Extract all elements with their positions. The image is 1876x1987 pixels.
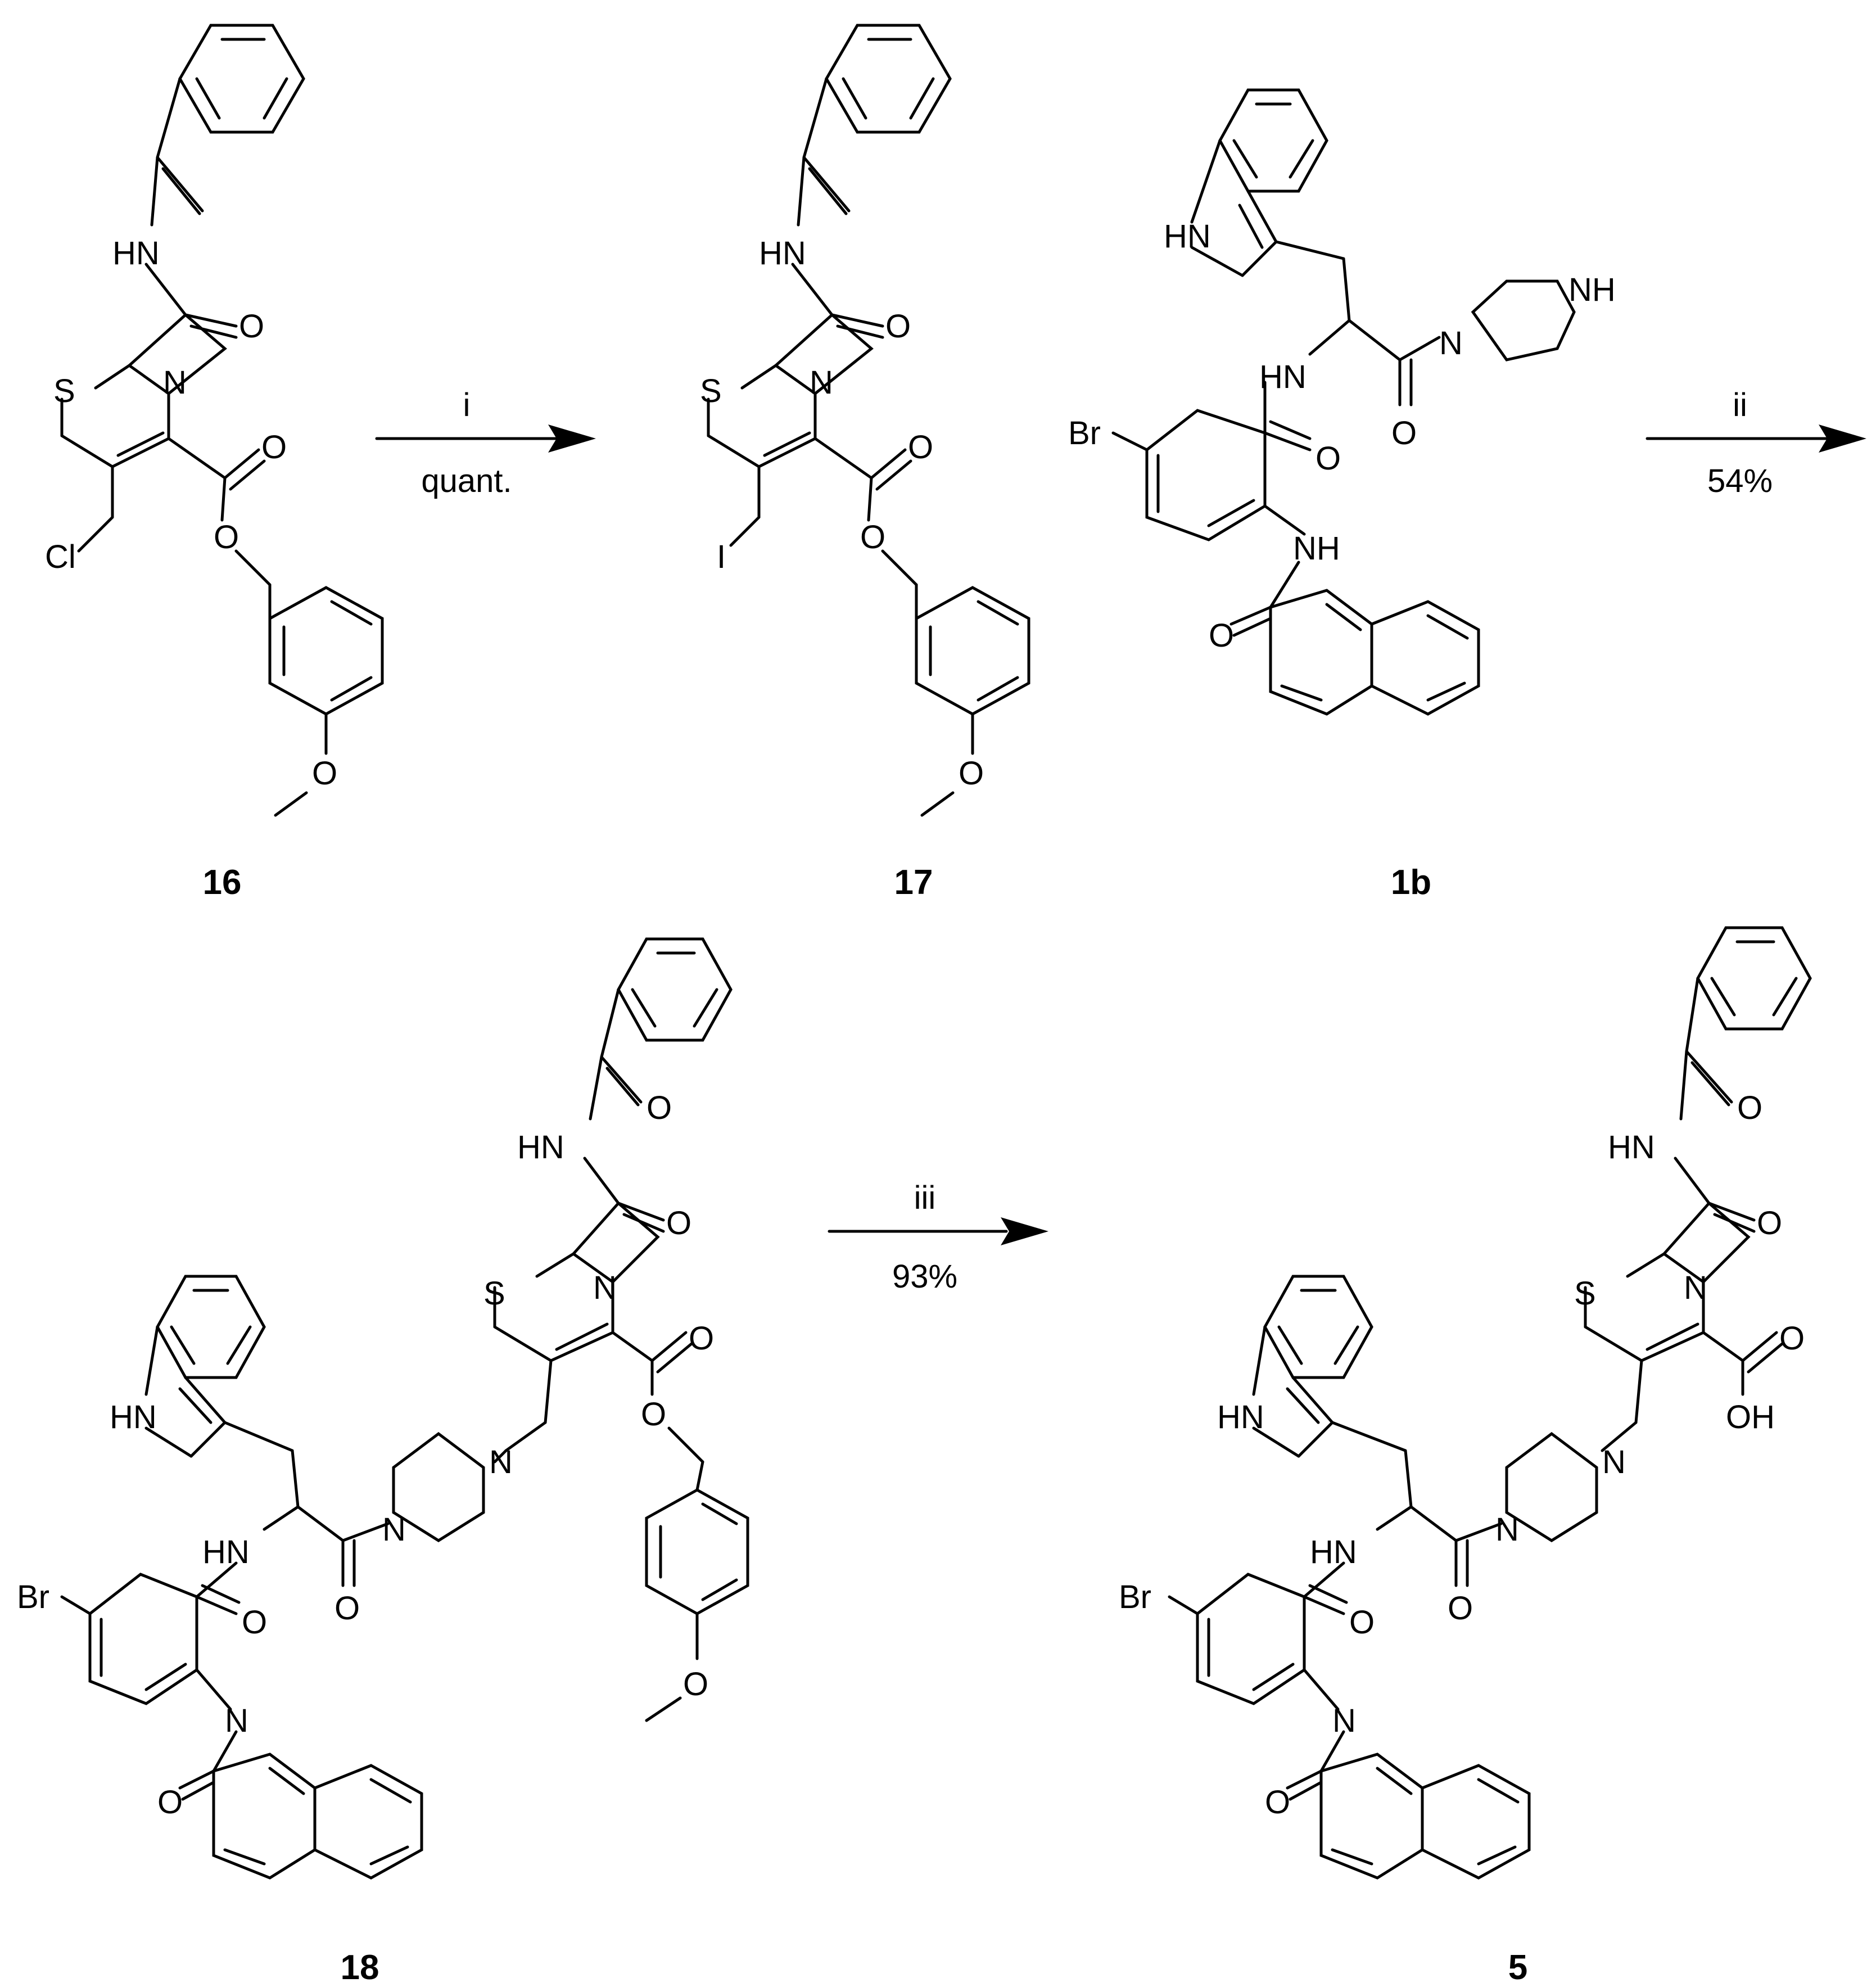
atom-label: HN — [202, 1534, 250, 1570]
atom-label: NH — [1568, 272, 1616, 308]
atom-label: O — [312, 755, 337, 792]
compound-17-structure — [707, 24, 1030, 817]
atom-label: O — [334, 1590, 360, 1627]
atom-label: HN — [1217, 1399, 1264, 1435]
atom-label: HN — [110, 1399, 157, 1435]
atom-label: O — [959, 755, 984, 792]
atom-label: Cl — [45, 539, 76, 575]
compound-16-structure — [60, 24, 384, 817]
atom-label: O — [1349, 1604, 1375, 1641]
atom-label: O — [666, 1205, 691, 1241]
atom-label: O — [1316, 440, 1341, 477]
compound-16-label: 16 — [203, 863, 242, 902]
compound-17-atoms: HN O N S I O O O — [700, 235, 984, 792]
atom-label: O — [683, 1666, 708, 1703]
compound-17-label: 17 — [894, 863, 933, 902]
atom-label: O — [214, 519, 239, 556]
atom-label: OH — [1726, 1399, 1775, 1435]
atom-label: I — [717, 539, 726, 575]
atom-label: N — [163, 364, 187, 401]
atom-label: N — [1439, 325, 1463, 362]
atom-label: S — [700, 373, 722, 409]
atom-label: O — [1757, 1205, 1782, 1241]
compound-1b-structure — [1111, 88, 1576, 716]
atom-label: O — [1737, 1090, 1762, 1126]
atom-label: N — [593, 1270, 617, 1306]
compound-5-structure — [1168, 926, 1812, 1880]
atom-label: N — [489, 1444, 513, 1480]
step-iii-reagent: iii — [914, 1180, 936, 1216]
atom-label: O — [157, 1784, 183, 1821]
atom-label: Br — [1119, 1579, 1151, 1615]
atom-label: HN — [1259, 359, 1307, 395]
atom-label: HN — [517, 1129, 564, 1166]
atom-label: O — [1391, 415, 1417, 451]
atom-label: O — [1779, 1320, 1805, 1357]
atom-label: HN — [1608, 1129, 1655, 1166]
compound-1b-label: 1b — [1391, 863, 1431, 902]
atom-label: HN — [1310, 1534, 1357, 1570]
atom-label: HN — [759, 235, 806, 272]
atom-label: O — [647, 1090, 672, 1126]
step-iii-yield: 93% — [892, 1258, 957, 1295]
step-ii-reagent: ii — [1733, 387, 1747, 423]
step-i-reagent: i — [463, 387, 471, 423]
atom-label: N — [1602, 1444, 1626, 1480]
atom-label: O — [261, 429, 287, 466]
atom-label: O — [1209, 617, 1234, 654]
atom-label: N — [1332, 1703, 1356, 1739]
step-i-yield: quant. — [421, 463, 512, 499]
atom-label: HN — [112, 235, 160, 272]
atom-label: O — [885, 308, 911, 345]
atom-label: O — [641, 1396, 666, 1433]
atom-label: N — [1495, 1511, 1519, 1548]
atom-label: Br — [17, 1579, 49, 1615]
atom-label: S — [53, 373, 75, 409]
arrow-step-iii — [828, 1217, 1048, 1245]
atom-label: O — [1265, 1784, 1290, 1821]
atom-label: S — [483, 1275, 505, 1312]
atom-label: N — [225, 1703, 248, 1739]
compound-18-label: 18 — [341, 1948, 379, 1987]
arrow-step-ii — [1646, 425, 1866, 453]
atom-label: O — [908, 429, 933, 466]
atom-label: N — [810, 364, 833, 401]
compound-1b-atoms: HN HN O N NH Br O NH O — [1068, 218, 1616, 654]
compound-18-atoms: O HN O N S O O O N N HN HN O Br O N O — [17, 1090, 714, 1821]
atom-label: O — [689, 1320, 714, 1357]
compound-16-atoms: HN O N S Cl O O O — [45, 235, 337, 792]
atom-label: O — [1448, 1590, 1473, 1627]
step-ii-yield: 54% — [1707, 463, 1773, 499]
atom-label: N — [382, 1511, 406, 1548]
compound-18-structure — [60, 937, 749, 1880]
atom-label: S — [1574, 1275, 1596, 1312]
compound-5-atoms: O HN O N S O OH N N HN HN O Br O N O — [1119, 1090, 1805, 1821]
arrow-step-i — [375, 425, 596, 453]
atom-label: N — [1684, 1270, 1707, 1306]
atom-label: O — [239, 308, 264, 345]
atom-label: Br — [1068, 415, 1101, 451]
atom-label: O — [860, 519, 885, 556]
atom-label: NH — [1293, 530, 1340, 567]
compound-5-label: 5 — [1508, 1948, 1527, 1987]
atom-label: O — [242, 1604, 267, 1641]
atom-label: HN — [1164, 218, 1211, 255]
